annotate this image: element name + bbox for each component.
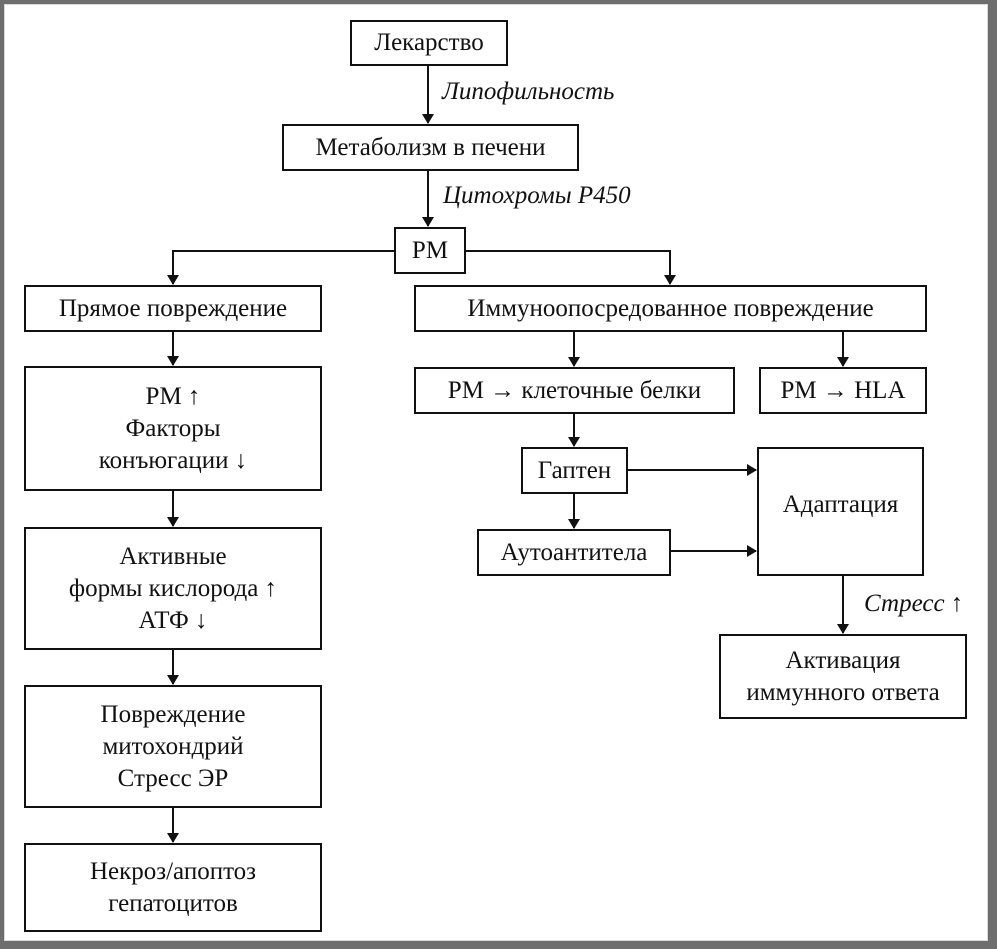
node-rm-hla: РМ → HLA [759, 367, 927, 414]
node-hapten: Гаптен [521, 447, 628, 494]
node-text: РМ → HLA [780, 376, 906, 404]
node-text: Факторы [125, 414, 221, 442]
node-immune-injury: Иммуноопосредованное повреждение [414, 285, 927, 332]
node-reactive-metabolite: РМ [394, 227, 466, 274]
node-liver-metabolism: Метаболизм в печени [282, 124, 579, 171]
node-text: Адаптация [782, 491, 899, 518]
node-text: Лекарство [374, 29, 484, 56]
node-drug: Лекарство [350, 20, 508, 66]
node-mito-er: Повреждение митохондрий Стресс ЭР [24, 685, 322, 808]
node-autoantibodies: Аутоантитела [477, 529, 671, 576]
node-ros-atp: Активные формы кислорода ↑ АТФ ↓ [24, 527, 322, 650]
node-text: гепатоцитов [108, 889, 238, 917]
node-direct-injury: Прямое повреждение [24, 285, 322, 332]
node-text: конъюгации ↓ [98, 446, 248, 474]
node-text: Активация [785, 646, 901, 674]
node-adaptation: Адаптация [757, 447, 924, 576]
node-text: Иммуноопосредованное повреждение [467, 294, 874, 322]
node-text: Стресс ЭР [117, 764, 229, 792]
node-text: РМ ↑ [145, 382, 201, 410]
node-text: Аутоантитела [500, 538, 648, 566]
node-necrosis: Некроз/апоптоз гепатоцитов [24, 843, 322, 932]
node-text: Некроз/апоптоз [89, 857, 257, 885]
node-text: Прямое повреждение [58, 294, 288, 322]
node-text: Повреждение [100, 700, 246, 728]
node-rm-proteins: РМ → клеточные белки [414, 367, 735, 414]
edge-label-cytochromes: Цитохромы Р450 [443, 182, 631, 209]
edge-label-stress: Стресс ↑ [864, 590, 964, 617]
node-text: формы кислорода ↑ [68, 574, 278, 602]
node-text: иммунного ответа [746, 678, 940, 706]
node-immune-activation: Активация иммунного ответа [719, 634, 967, 719]
edge-label-lipophilicity: Липофильность [442, 78, 615, 105]
node-text: митохондрий [102, 732, 244, 760]
node-rm-conjugation: РМ ↑ Факторы конъюгации ↓ [24, 366, 322, 491]
node-text: Метаболизм в печени [315, 133, 546, 161]
node-text: РМ → клеточные белки [447, 376, 702, 404]
node-text: Гаптен [537, 456, 612, 484]
node-text: АТФ ↓ [138, 606, 208, 634]
node-text: Активные [119, 542, 227, 570]
node-text: РМ [411, 236, 449, 264]
